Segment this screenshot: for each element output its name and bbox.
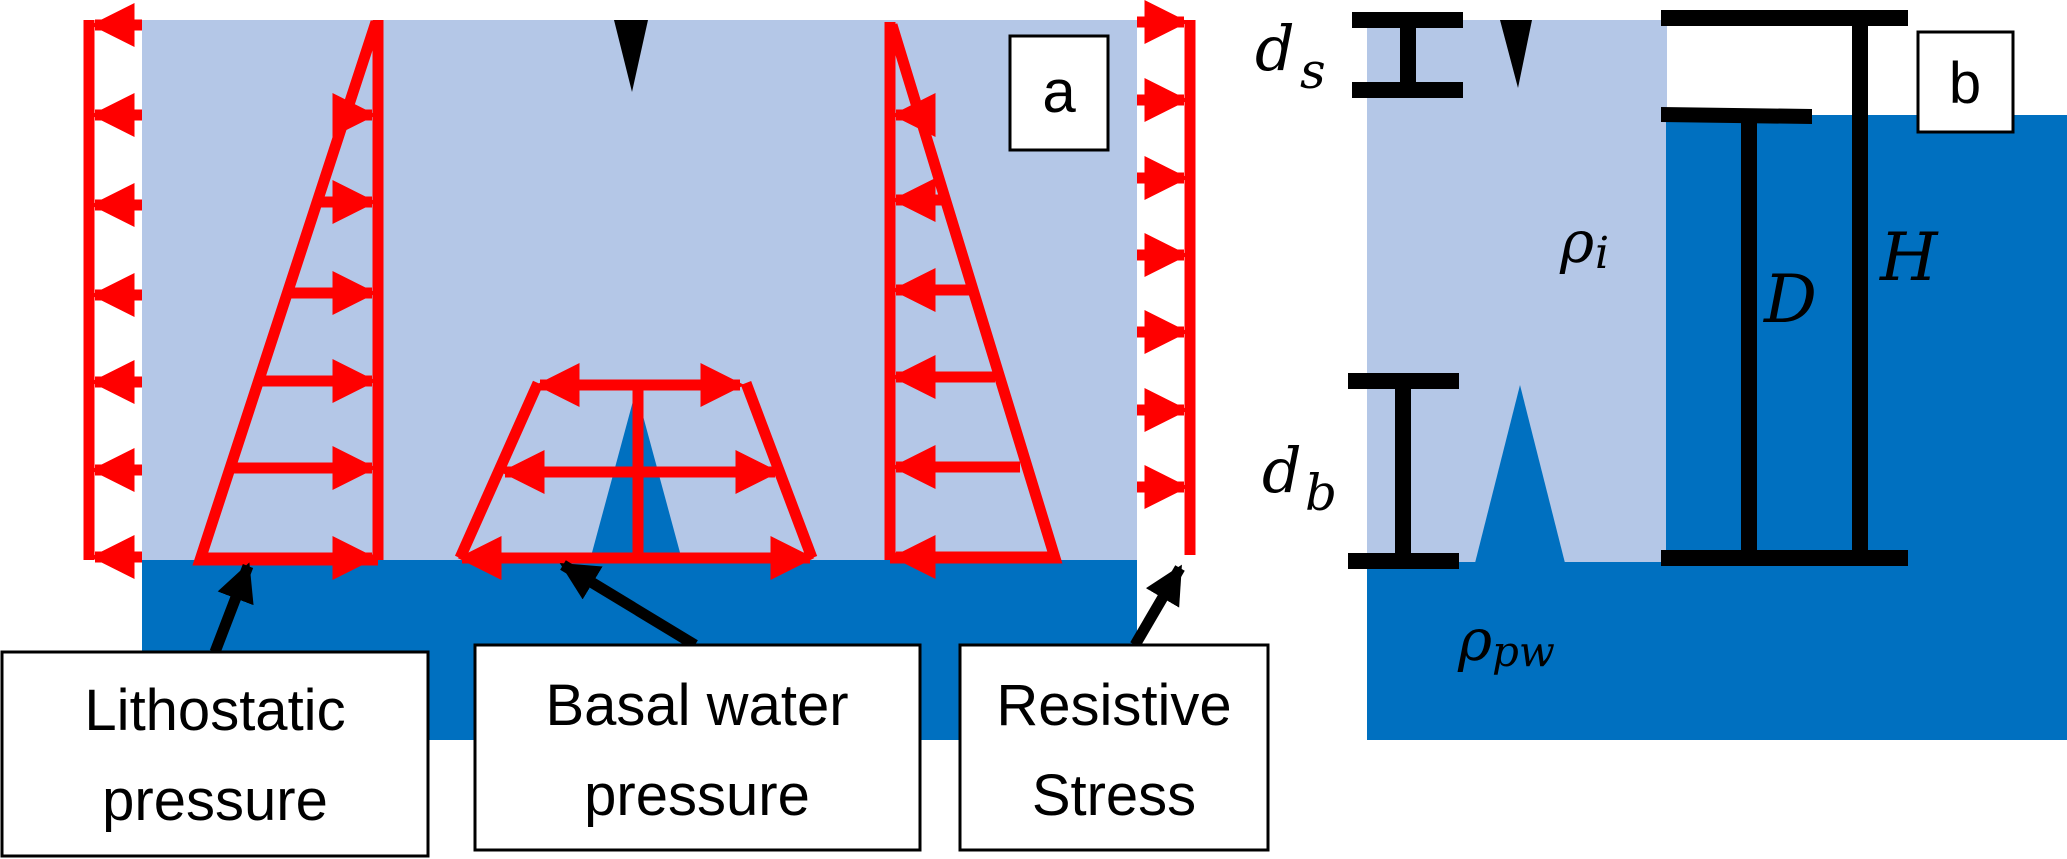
callout-lithostatic-line1: Lithostatic (84, 678, 345, 743)
symbol-rho-pw-main: ρ (1457, 606, 1492, 674)
symbol-rho-i-sub: i (1595, 228, 1609, 279)
symbol-db-sub: b (1305, 464, 1337, 522)
symbol-rho-i: ρ i (1559, 208, 1609, 279)
callout-arrows-a (209, 560, 1185, 654)
panel-a: a Lithostatic pressure Basal water press… (0, 0, 1270, 858)
ds-bracket (1352, 12, 1463, 98)
symbol-ds-sub: s (1300, 42, 1326, 100)
symbol-H: H (1879, 219, 1939, 296)
basal-water-pressure (454, 363, 818, 580)
symbol-ds-main: d (1255, 12, 1295, 85)
symbol-rho-i-main: ρ (1559, 208, 1594, 276)
D-bracket (1661, 107, 1908, 566)
basal-crevasse-b (1475, 385, 1565, 563)
callout-basal-water-line2: pressure (584, 763, 810, 828)
panel-b: d s d b ρ i ρ pw D H b (1255, 10, 2067, 740)
symbol-db: d b (1262, 434, 1337, 522)
resistive-stress-left (83, 3, 142, 579)
panel-a-label: a (1008, 34, 1110, 152)
surface-marker-a (614, 20, 648, 92)
surface-marker-b (1500, 20, 1532, 88)
callout-resistive-line2: Stress (1032, 763, 1196, 828)
symbol-ds: d s (1255, 12, 1326, 100)
water-layer-b (1367, 562, 1667, 740)
callout-basal-water: Basal water pressure (473, 643, 922, 852)
lithostatic-pressure-right (884, 22, 1063, 579)
callout-resistive: Resistive Stress (958, 643, 1270, 852)
resistive-stress-right (1137, 0, 1196, 555)
db-bracket (1348, 373, 1459, 569)
callout-lithostatic: Lithostatic pressure (0, 650, 430, 858)
symbol-rho-pw-sub: pw (1492, 627, 1555, 676)
H-bracket (1661, 10, 1908, 552)
callout-basal-water-line1: Basal water (545, 673, 848, 738)
symbol-D: D (1763, 261, 1817, 338)
symbol-rho-pw: ρ pw (1457, 606, 1555, 676)
panel-a-label-text: a (1042, 58, 1076, 125)
lithostatic-pressure-left (192, 20, 384, 580)
panel-b-label-text: b (1949, 51, 1981, 116)
callout-lithostatic-line2: pressure (102, 768, 328, 833)
callout-resistive-line1: Resistive (996, 673, 1231, 738)
panel-b-label: b (1916, 30, 2015, 134)
symbol-db-main: d (1262, 434, 1302, 507)
